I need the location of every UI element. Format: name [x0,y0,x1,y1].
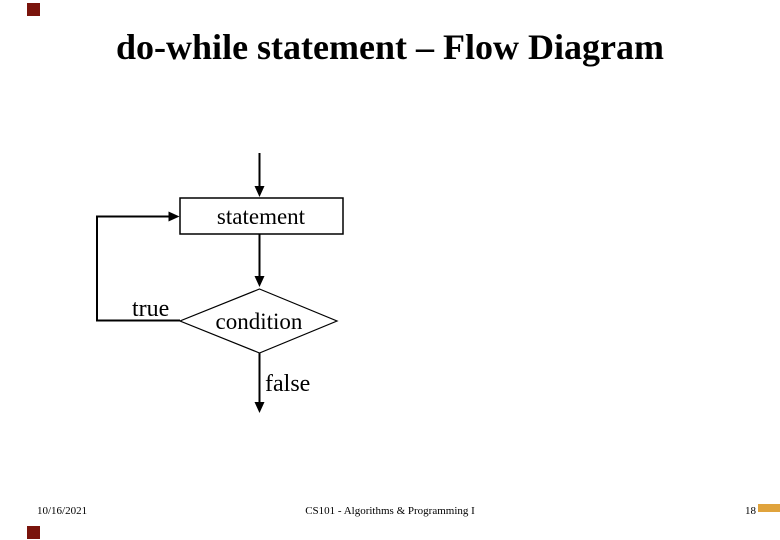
loop-back-arrow [96,211,180,322]
entry-arrow [254,153,265,197]
decor-yellow-dash-right [758,504,780,512]
slide-title: do-while statement – Flow Diagram [116,27,664,67]
statement-to-condition-arrow [254,234,265,287]
true-label: true [132,296,169,322]
condition-label: condition [216,309,303,334]
decor-red-square-top-left [27,3,40,16]
decor-red-square-bottom-left [27,526,40,539]
statement-box [179,197,344,235]
footer-page-number: 18 [745,505,756,517]
footer-date: 10/16/2021 [37,505,88,517]
false-label: false [265,371,310,397]
statement-label: statement [217,204,306,229]
false-exit-arrow [254,353,265,413]
footer-course: CS101 - Algorithms & Programming I [305,505,475,517]
